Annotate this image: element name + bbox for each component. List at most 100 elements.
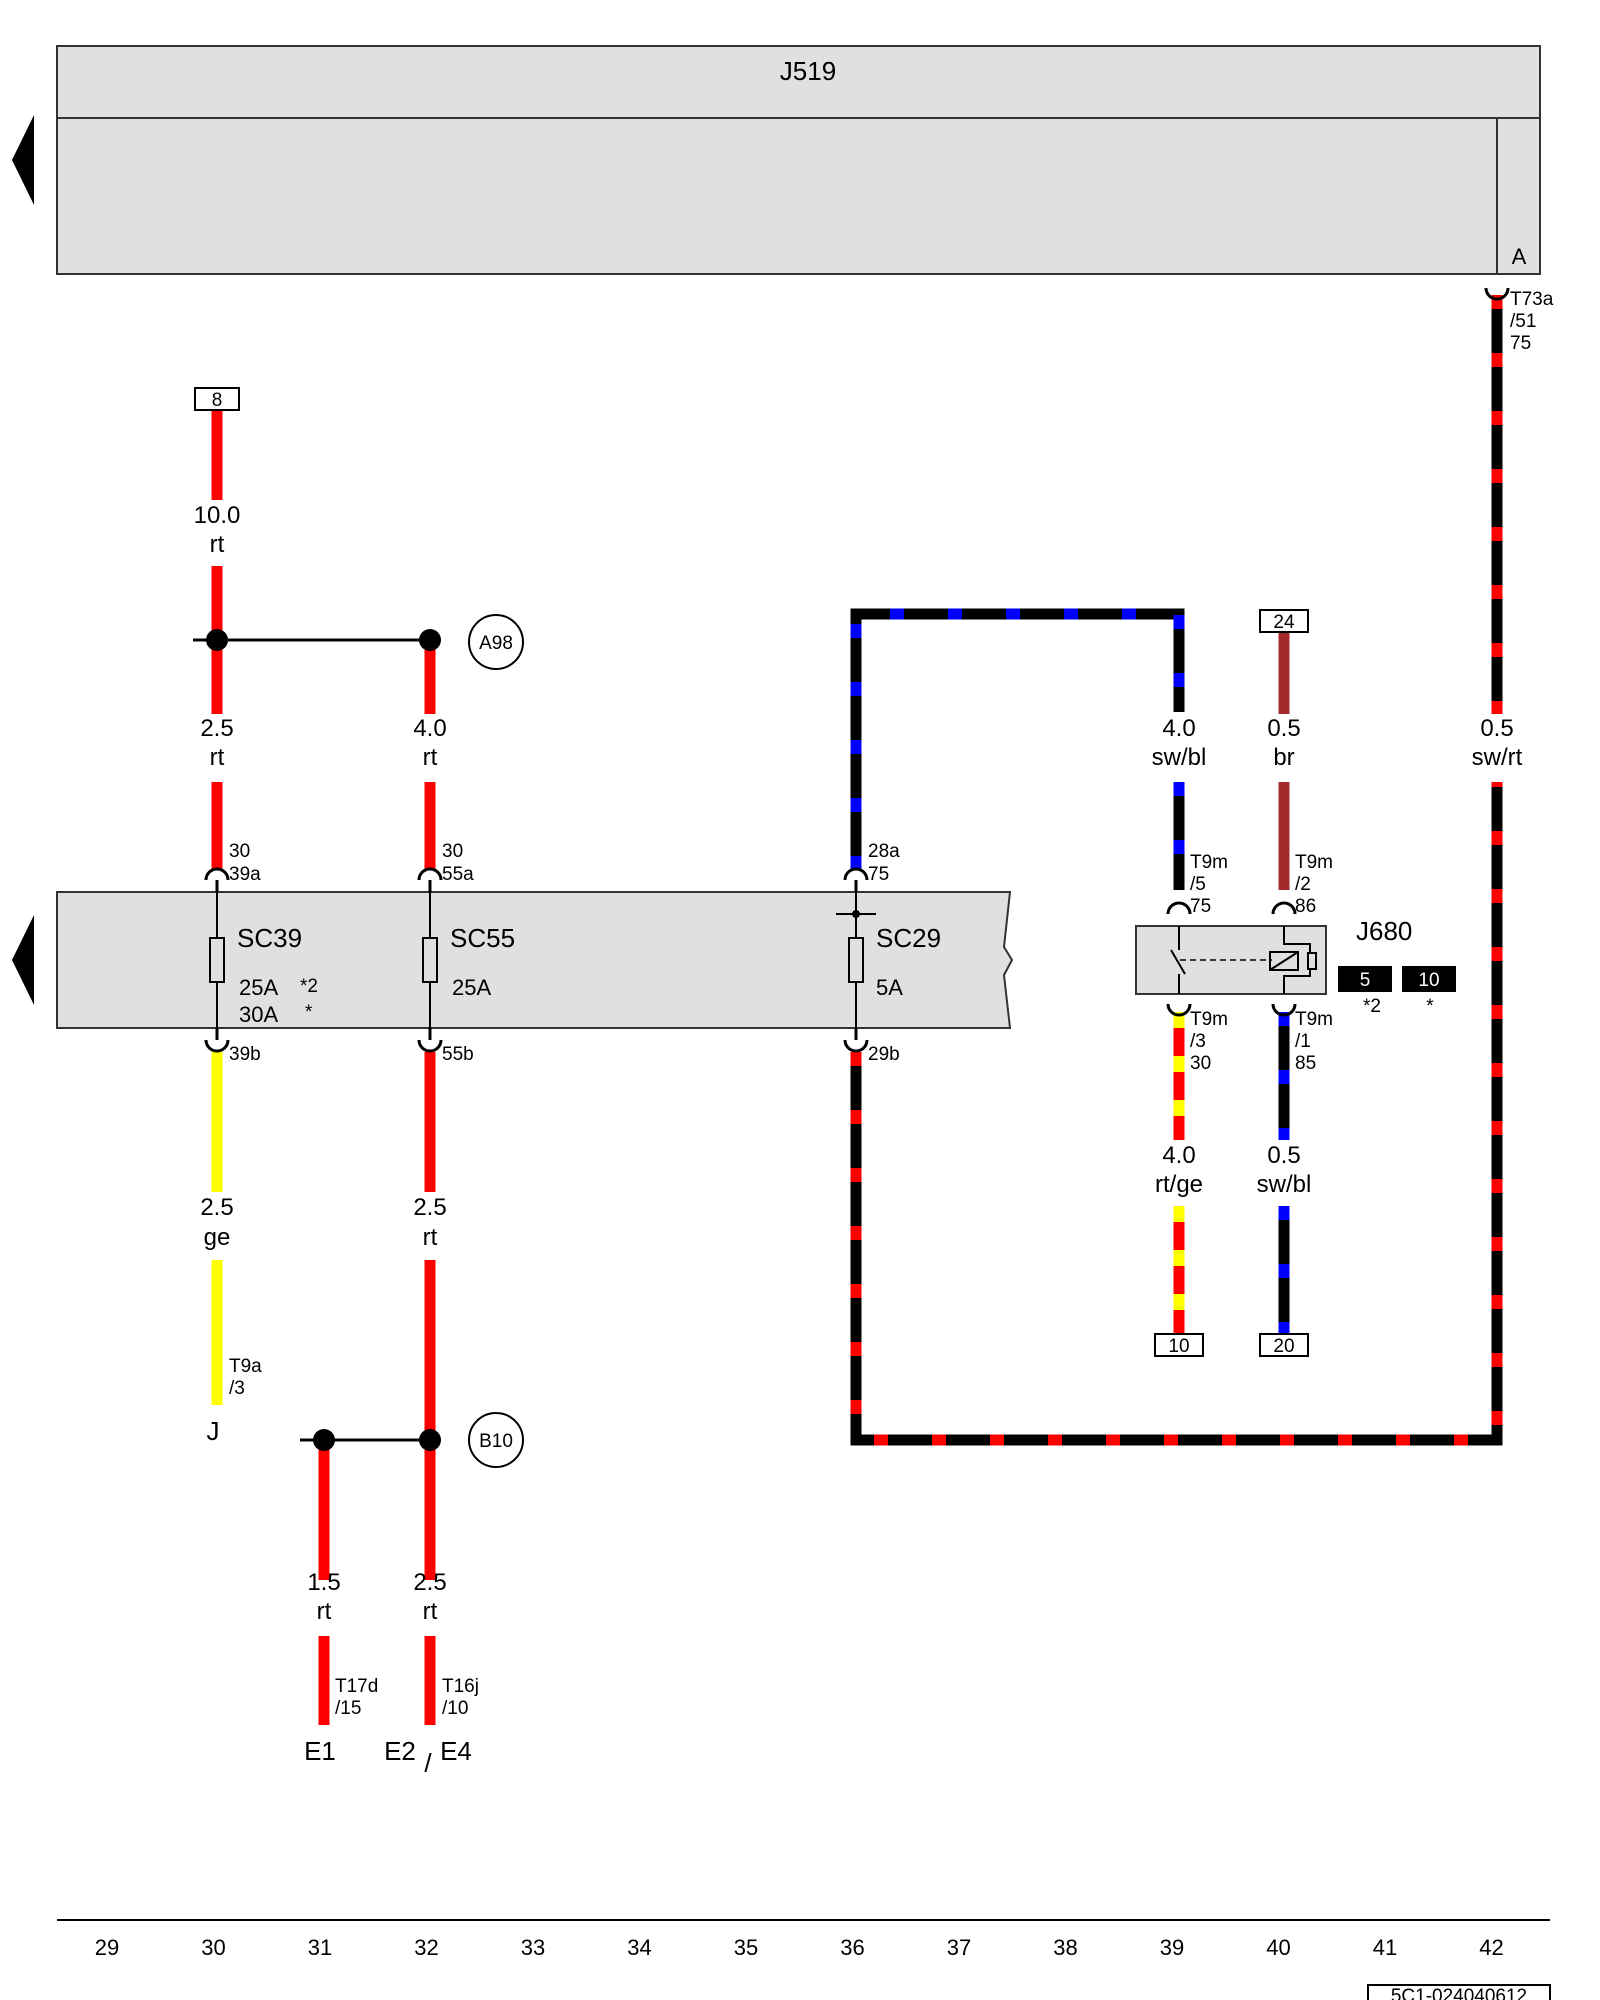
svg-text:29b: 29b — [868, 1044, 900, 1065]
svg-text:4.0: 4.0 — [1162, 715, 1195, 742]
svg-text:/10: /10 — [442, 1698, 468, 1719]
wire-labels: 10.0 rt 2.5 rt 4.0 rt 4.0 sw/bl 0.5 br 0… — [194, 502, 1523, 1625]
svg-text:T9m: T9m — [1190, 1009, 1228, 1030]
svg-text:B10: B10 — [479, 1431, 513, 1452]
svg-text:0.5: 0.5 — [1267, 715, 1300, 742]
svg-text:30: 30 — [1190, 1053, 1211, 1074]
ref-box-10: 10 — [1154, 1333, 1204, 1357]
svg-text:2.5: 2.5 — [200, 1194, 233, 1221]
column-number: 29 — [95, 1935, 119, 1960]
svg-text:*2: *2 — [300, 976, 318, 997]
svg-text:T9a: T9a — [229, 1356, 262, 1377]
column-number: 40 — [1266, 1935, 1290, 1960]
svg-text:20: 20 — [1273, 1336, 1294, 1357]
connector-cups — [204, 287, 1510, 1053]
svg-text:/1: /1 — [1295, 1031, 1311, 1052]
svg-text:sw/rt: sw/rt — [1472, 744, 1523, 771]
svg-text:T9m: T9m — [1295, 852, 1333, 873]
svg-text:*2: *2 — [1363, 996, 1381, 1017]
column-number: 37 — [947, 1935, 971, 1960]
column-number: 39 — [1160, 1935, 1184, 1960]
svg-text:rt: rt — [210, 744, 225, 771]
svg-text:39b: 39b — [229, 1044, 261, 1065]
svg-text:10: 10 — [1418, 970, 1439, 991]
ref-box-20: 20 — [1259, 1333, 1309, 1357]
junction-dot — [313, 1429, 335, 1451]
svg-text:T16j: T16j — [442, 1676, 479, 1697]
svg-text:86: 86 — [1295, 896, 1316, 917]
junction-dot — [419, 629, 441, 651]
column-number: 36 — [840, 1935, 864, 1960]
component-names: J E1 E2 / E4 — [207, 1416, 472, 1778]
svg-text:SC29: SC29 — [876, 923, 941, 953]
svg-text:25A: 25A — [452, 975, 491, 1000]
svg-text:10.0: 10.0 — [194, 502, 241, 529]
column-number: 41 — [1373, 1935, 1397, 1960]
svg-text:75: 75 — [1190, 896, 1211, 917]
svg-text:/5: /5 — [1190, 874, 1206, 895]
left-arrow-icon — [12, 915, 34, 1005]
svg-text:/3: /3 — [229, 1378, 245, 1399]
svg-text:J: J — [207, 1416, 220, 1446]
column-number: 42 — [1479, 1935, 1503, 1960]
control-unit-label: J519 — [780, 56, 836, 86]
document-id: 5C1-024040612 — [1367, 1984, 1551, 2000]
control-unit-pin: /51 — [1510, 311, 1536, 332]
svg-text:30: 30 — [229, 841, 250, 862]
junction-dot — [852, 910, 860, 918]
svg-text:sw/bl: sw/bl — [1152, 744, 1207, 771]
svg-text:/15: /15 — [335, 1698, 361, 1719]
svg-text:2.5: 2.5 — [413, 1569, 446, 1596]
svg-text:rt: rt — [423, 744, 438, 771]
svg-text:rt: rt — [210, 531, 225, 558]
junction-dot — [206, 629, 228, 651]
svg-text:T17d: T17d — [335, 1676, 378, 1697]
control-unit-j519: J519 A — [56, 45, 1541, 275]
svg-text:rt: rt — [317, 1598, 332, 1625]
svg-text:E2: E2 — [384, 1736, 416, 1766]
svg-text:0.5: 0.5 — [1267, 1142, 1300, 1169]
svg-text:4.0: 4.0 — [1162, 1142, 1195, 1169]
svg-text:10: 10 — [1168, 1336, 1189, 1357]
column-number: 34 — [627, 1935, 651, 1960]
svg-text:rt: rt — [423, 1598, 438, 1625]
svg-text:A98: A98 — [479, 633, 513, 654]
column-number: 30 — [201, 1935, 225, 1960]
control-unit-pin: T73a — [1510, 289, 1554, 310]
column-number: 35 — [734, 1935, 758, 1960]
svg-text:br: br — [1273, 744, 1294, 771]
relay-label: J680 — [1356, 916, 1412, 946]
left-arrow-icon — [12, 115, 34, 205]
svg-text:rt/ge: rt/ge — [1155, 1171, 1203, 1198]
svg-text:SC39: SC39 — [237, 923, 302, 953]
svg-text:sw/bl: sw/bl — [1257, 1171, 1312, 1198]
column-number: 33 — [521, 1935, 545, 1960]
svg-text:39a: 39a — [229, 864, 261, 885]
svg-text:28a: 28a — [868, 841, 900, 862]
svg-text:ge: ge — [204, 1224, 231, 1251]
svg-text:*: * — [1426, 996, 1434, 1017]
svg-text:E1: E1 — [304, 1736, 336, 1766]
svg-text:25A: 25A — [239, 975, 278, 1000]
svg-text:5A: 5A — [876, 975, 903, 1000]
control-unit-pin: 75 — [1510, 333, 1531, 354]
svg-text:5: 5 — [1360, 970, 1371, 991]
fuse-sc29: 28a 75 SC29 5A 29b — [868, 841, 941, 1065]
junction-dot — [419, 1429, 441, 1451]
svg-text:T9m: T9m — [1295, 1009, 1333, 1030]
ground-b10: B10 — [468, 1412, 524, 1468]
svg-text:/3: /3 — [1190, 1031, 1206, 1052]
svg-text:85: 85 — [1295, 1053, 1316, 1074]
relay-j680: J680 5 *2 10 * — [1135, 916, 1456, 1017]
connector-label: A — [1512, 244, 1527, 269]
ground-a98: A98 — [468, 614, 524, 670]
ref-box-8: 8 — [194, 387, 240, 411]
svg-text:55a: 55a — [442, 864, 474, 885]
svg-text:30A: 30A — [239, 1002, 278, 1027]
wires — [193, 295, 1503, 1725]
svg-text:2.5: 2.5 — [413, 1194, 446, 1221]
fuse-sc55: 30 55a SC55 25A 55b — [442, 841, 515, 1065]
svg-text:8: 8 — [212, 390, 223, 411]
